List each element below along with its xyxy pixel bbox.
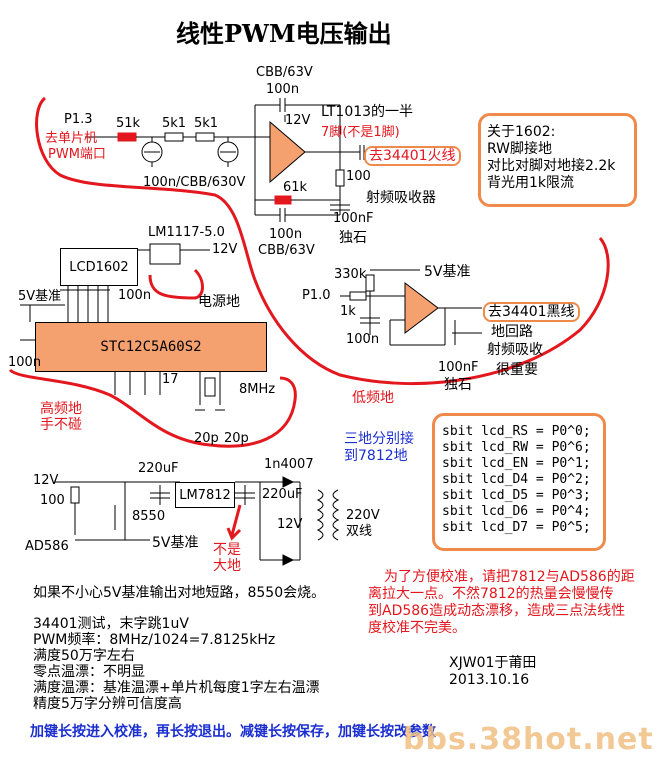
rf-absorb-label: 射频吸收 (487, 342, 543, 358)
important-label: 很重要 (496, 362, 538, 378)
cap-bot-type: CBB/63V (258, 243, 315, 258)
q8550-label: 8550 (132, 509, 166, 524)
cap-100nf-ref: 100nF (438, 360, 479, 375)
to-34401-black: 去34401黑线 (483, 302, 580, 323)
r330k-label: 330k (334, 267, 367, 282)
c20p-a: 20p (194, 431, 219, 446)
c20p-b: 20p (224, 431, 249, 446)
to-mcu-label-1: 去单片机 (45, 131, 98, 146)
d1n4007-label: 1n4007 (264, 457, 314, 472)
c100n-ref: 100n (346, 332, 380, 347)
stat-line: 34401测试，末字跳1uV (33, 616, 189, 632)
not-earth-2: 大地 (213, 558, 241, 574)
xtal-label: 8MHz (239, 382, 276, 397)
sbit-line: sbit lcd_RW = P0^6; (442, 440, 591, 455)
lm7812-box: LM7812 (175, 482, 235, 508)
note-7812-line2: 离拉大一点。不然7812的热量会慢慢传 (368, 586, 614, 602)
v5ref-ref: 5V基准 (424, 264, 471, 280)
pin7-label: 7脚(不是1脚) (321, 125, 400, 140)
dual-wire-label: 双线 (346, 524, 373, 539)
sbit-line: sbit lcd_D6 = P0^4; (442, 504, 591, 519)
to-34401-red: 去34401火线 (364, 146, 461, 167)
psu-v12: 12V (33, 473, 59, 488)
cap-mid-label: 100n/CBB/630V (143, 175, 246, 190)
note-7812-line1: 为了方便校准，请把7812与AD586的距 (384, 569, 635, 585)
note-7812-line3: 到AD586造成动态漂移，造成三点法线性 (368, 603, 626, 619)
not-earth-1: 不是 (213, 542, 241, 558)
page-title: 线性PWM电压输出 (176, 19, 392, 48)
cap-top-type: CBB/63V (256, 65, 313, 80)
note-1602-line4: 背光用1k限流 (487, 175, 575, 191)
stat-line: 满度50万字左右 (33, 648, 135, 664)
sbit-code-list: sbit lcd_RS = P0^0; sbit lcd_RW = P0^6; … (442, 424, 591, 536)
r5k1b-label: 5k1 (194, 116, 219, 131)
sbit-line: sbit lcd_D4 = P0^2; (442, 472, 591, 487)
three-ground-line2: 到7812地 (344, 448, 408, 464)
sbit-line: sbit lcd_D7 = P0^5; (442, 520, 591, 535)
note-7812-line4: 度校准不完美。 (368, 620, 466, 636)
stats-list: 34401测试，末字跳1uV PWM频率：8MHz/1024=7.8125kHz… (33, 616, 320, 712)
hf-gnd-label-1: 高频地 (40, 401, 82, 417)
v12-top: 12V (285, 113, 311, 128)
author-label: XJW01于莆田 (449, 655, 537, 671)
stat-line: 精度5万字分辨可信度高 (33, 696, 182, 712)
gnd-loop-label: 地回路 (491, 324, 533, 340)
lf-gnd-label: 低频地 (352, 390, 394, 406)
cap-bot-value: 100n (269, 227, 303, 242)
v5ref-mid: 5V基准 (18, 289, 62, 304)
date-label: 2013.10.16 (449, 672, 530, 688)
sbit-code-box (432, 413, 606, 551)
lcd1602-box: LCD1602 (60, 248, 138, 286)
bottom-instructions: 加键长按进入校准，再长按退出。减键长按保存，加键长按改参数 (30, 724, 436, 740)
sbit-line: sbit lcd_EN = P0^1; (442, 456, 591, 471)
v220-label: 220V (346, 508, 380, 523)
r51k-label: 51k (116, 116, 141, 131)
ad586-label: AD586 (25, 539, 69, 554)
p13-label: P1.3 (64, 112, 93, 127)
r61k-label: 61k (283, 180, 308, 195)
v12-mid: 12V (212, 242, 238, 257)
lt1013-label: LT1013的一半 (321, 104, 414, 120)
isolated-ref: 独石 (444, 377, 472, 393)
c220uf-b: 220uF (262, 487, 303, 502)
power-gnd-label: 电源地 (198, 294, 240, 310)
lm1117-label: LM1117-5.0 (148, 225, 225, 240)
tx-v12: 12V (277, 517, 303, 532)
c100n-left: 100n (8, 355, 42, 370)
stat-line: 零点温漂：不明显 (33, 664, 145, 680)
rf-absorber-label: 射频吸收器 (366, 190, 436, 206)
r1k-label: 1k (340, 304, 356, 319)
stat-line: PWM频率：8MHz/1024=7.8125kHz (33, 632, 276, 648)
note-1602-box (478, 113, 637, 207)
hf-gnd-label-2: 手不碰 (40, 417, 82, 433)
note-1602-line2: RW脚接地 (487, 141, 553, 157)
note-1602-line3: 对比对脚对地接2.2k (487, 158, 616, 174)
p10-label: P1.0 (302, 288, 331, 303)
watermark: bbs.38hot.net (403, 722, 654, 757)
c100n-mid: 100n (118, 288, 152, 303)
isolated-top: 独石 (339, 230, 367, 246)
r100-label: 100 (346, 169, 371, 184)
note-1602-line1: 关于1602: (487, 124, 556, 140)
to-mcu-label-2: PWM端口 (48, 147, 106, 162)
pin17-label: 17 (162, 372, 179, 387)
sbit-line: sbit lcd_RS = P0^0; (442, 424, 591, 439)
cap-top-value: 100n (266, 82, 300, 97)
warning-8550: 如果不小心5V基准输出对地短路，8550会烧。 (33, 585, 326, 601)
three-ground-line1: 三地分别接 (344, 431, 414, 447)
sbit-line: sbit lcd_D5 = P0^3; (442, 488, 591, 503)
psu-v5ref: 5V基准 (152, 535, 199, 551)
r5k1a-label: 5k1 (162, 116, 187, 131)
cap-100nf-top: 100nF (333, 211, 374, 226)
stat-line: 满度温漂：基准温漂+单片机每度1字左右温漂 (33, 680, 320, 696)
psu-r100: 100 (40, 493, 65, 508)
mcu-chip: STC12C5A60S2 (35, 322, 267, 372)
c220uf-a: 220uF (138, 461, 179, 476)
